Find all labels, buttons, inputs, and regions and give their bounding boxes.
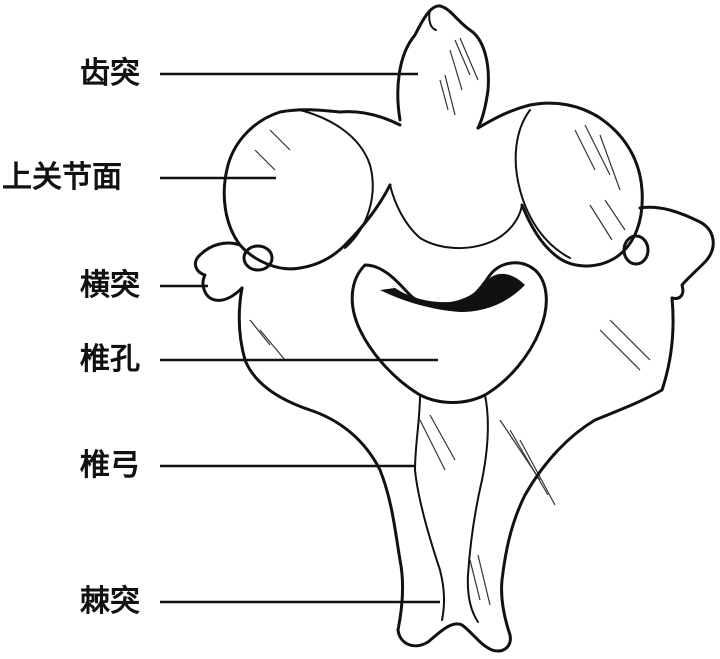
left-articular-outline <box>222 108 402 271</box>
label-dens: 齿突 <box>80 56 140 91</box>
right-arch-outline <box>500 296 675 637</box>
label-articular-surface: 上关节面 <box>2 160 122 195</box>
right-transverse-outline <box>638 205 715 300</box>
leader-lines <box>160 72 440 604</box>
left-arch-outline <box>237 286 405 632</box>
label-vertebral-arch: 椎弓 <box>80 448 140 483</box>
left-transverse-outline <box>193 241 244 302</box>
dens-outline <box>396 4 490 130</box>
label-transverse-process: 横突 <box>80 268 140 303</box>
label-vertebral-foramen: 椎孔 <box>80 342 140 377</box>
spinous-outline <box>396 622 512 653</box>
right-articular-outline <box>476 101 644 268</box>
label-spinous-process: 棘突 <box>80 584 140 619</box>
